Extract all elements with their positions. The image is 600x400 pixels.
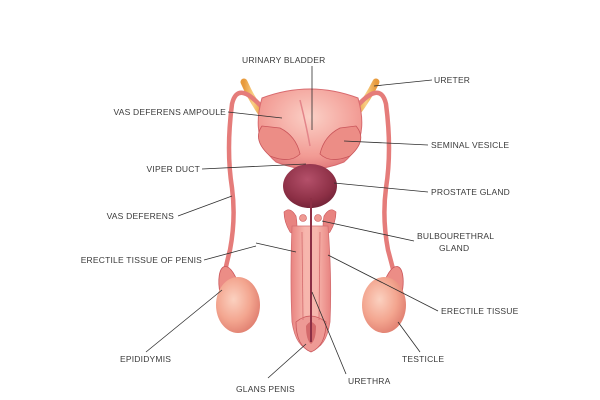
erectile-tissue-divider-left [301, 231, 304, 321]
leader-prostate-gland [333, 182, 429, 193]
label-seminal-vesicle: SEMINAL VESICLE [431, 140, 510, 150]
label-urethra: URETHRA [348, 376, 391, 386]
label-ureter: URETER [434, 75, 471, 85]
leader-erectile-tissue-of-penis-inner [255, 242, 297, 253]
label-testicle: TESTICLE [402, 354, 445, 364]
leader-viper-duct [201, 163, 307, 170]
testicle-left-shape [216, 277, 260, 333]
leader-testicle [397, 321, 421, 353]
label-bulbourethral-gland-line2: GLAND [439, 243, 470, 253]
leader-glans-penis [267, 343, 307, 379]
label-vas-deferens-ampoule: VAS DEFERENS AMPOULE [113, 107, 226, 117]
prostate-gland-shape [283, 164, 337, 208]
leader-erectile-tissue [327, 254, 439, 312]
label-vas-deferens: VAS DEFERENS [106, 211, 174, 221]
leader-vas-deferens-ampoule [227, 111, 283, 119]
seminal-vesicle-left [258, 125, 301, 160]
label-epididymis: EPIDIDYMIS [120, 354, 172, 364]
label-bulbourethral-gland-line1: BULBOURETHRAL [417, 231, 495, 241]
leader-epididymis [145, 289, 223, 353]
bulbourethral-gland-right [314, 214, 322, 222]
leader-vas-deferens [177, 195, 233, 217]
leader-seminal-vesicle [343, 140, 429, 146]
leader-urethra [311, 291, 347, 375]
vas-deferens-left [218, 90, 269, 301]
bulbourethral-gland-left [299, 214, 307, 222]
label-urinary-bladder: URINARY BLADDER [242, 55, 326, 65]
erectile-tissue-divider-right [318, 231, 321, 321]
leader-erectile-tissue-of-penis [203, 245, 257, 261]
testicle-right-shape [362, 277, 406, 333]
label-glans-penis: GLANS PENIS [236, 384, 295, 394]
label-erectile-tissue-of-penis: ERECTILE TISSUE OF PENIS [80, 255, 202, 265]
label-prostate-gland: PROSTATE GLAND [431, 187, 510, 197]
label-erectile-tissue: ERECTILE TISSUE [441, 306, 519, 316]
seminal-vesicle-right [319, 125, 362, 160]
bladder-fold [299, 99, 311, 147]
leader-ureter [373, 79, 433, 87]
label-viper-duct: VIPER DUCT [146, 164, 200, 174]
leader-bulbourethral-gland [321, 220, 415, 242]
